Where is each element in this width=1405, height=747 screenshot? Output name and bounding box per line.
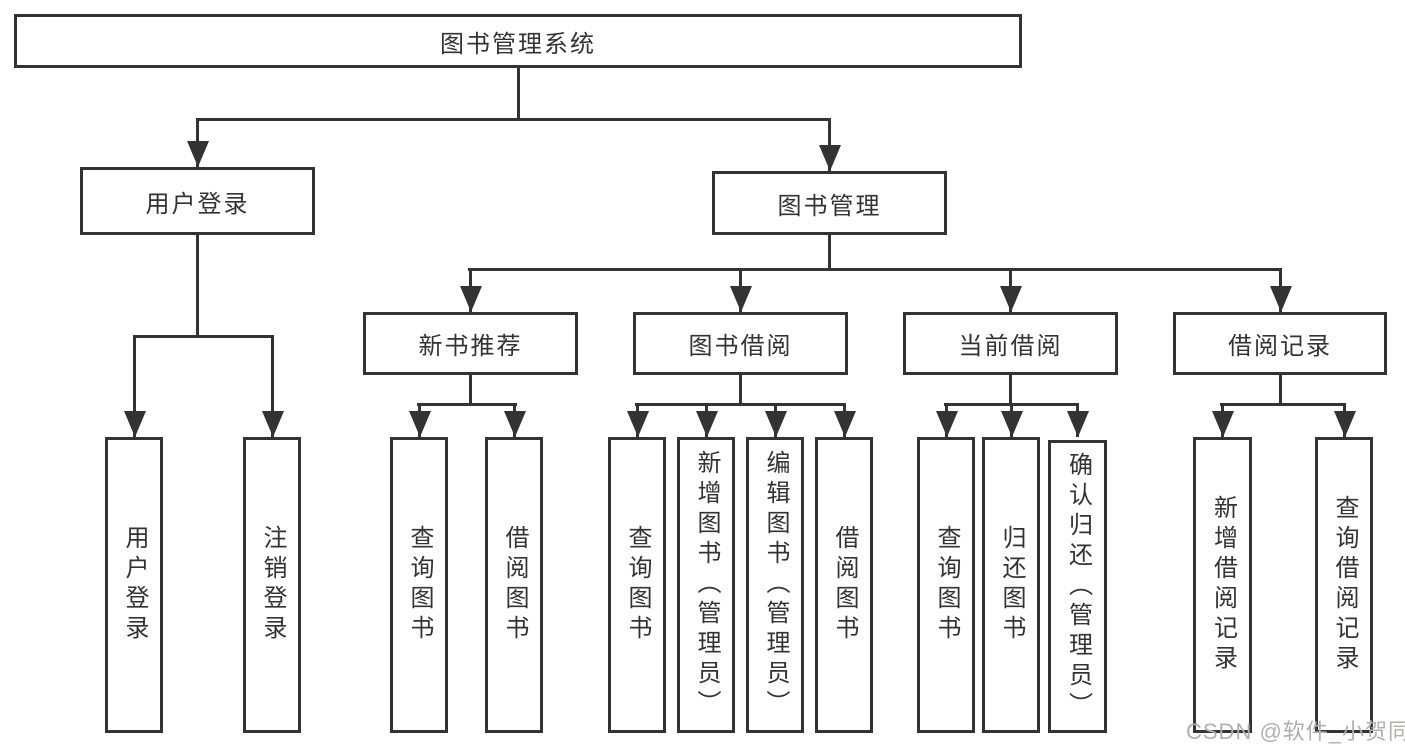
leaf-return-books: 归还图书 xyxy=(982,437,1040,733)
node-book-borrowing: 图书借阅 xyxy=(633,312,848,375)
arrow-to-book-mgmt xyxy=(828,118,831,171)
edge-current-borrow-stem xyxy=(1009,373,1012,405)
edge-new-book-stem xyxy=(469,373,472,405)
arrow-new-book-leaf-1 xyxy=(418,403,421,437)
leaf-query-books-recommend: 查询图书 xyxy=(390,437,448,733)
leaf-add-books-admin: 新增图书（管理员） xyxy=(677,437,735,733)
arrow-current-borrow-leaf-2 xyxy=(1010,403,1013,437)
edge-borrow-record-bus xyxy=(1220,403,1346,406)
arrow-borrow-record-leaf-2 xyxy=(1343,403,1346,437)
edge-book-mgmt-stem xyxy=(828,233,831,271)
edge-book-borrow-stem xyxy=(739,373,742,405)
arrow-book-borrow-leaf-3 xyxy=(774,403,777,437)
arrow-to-user-login-leaf xyxy=(133,335,136,437)
leaf-user-login: 用户登录 xyxy=(105,437,163,733)
edge-root-stem xyxy=(517,67,520,121)
edge-level2-bus xyxy=(468,268,1282,271)
leaf-borrow-books: 借阅图书 xyxy=(815,437,873,733)
arrow-current-borrow-leaf-1 xyxy=(945,403,948,437)
leaf-query-books-current: 查询图书 xyxy=(917,437,975,733)
leaf-add-borrow-record: 新增借阅记录 xyxy=(1193,437,1252,733)
edge-user-login-stem xyxy=(196,233,199,337)
node-borrowing-records: 借阅记录 xyxy=(1173,312,1387,375)
arrow-book-borrow-leaf-2 xyxy=(705,403,708,437)
node-current-borrowing: 当前借阅 xyxy=(903,312,1118,375)
arrow-to-current-borrow xyxy=(1009,268,1012,312)
arrow-to-book-borrow xyxy=(739,268,742,312)
arrow-current-borrow-leaf-3 xyxy=(1076,403,1079,437)
leaf-query-borrow-record: 查询借阅记录 xyxy=(1315,437,1373,733)
arrow-to-logout-leaf xyxy=(271,335,274,437)
arrow-to-user-login xyxy=(196,118,199,167)
arrow-book-borrow-leaf-4 xyxy=(843,403,846,437)
leaf-borrow-books-recommend: 借阅图书 xyxy=(485,437,543,733)
arrow-borrow-record-leaf-1 xyxy=(1221,403,1224,437)
edge-book-borrow-bus xyxy=(635,403,846,406)
edge-level1-bus xyxy=(196,118,831,121)
csdn-watermark: CSDN @软件_小贺同学 xyxy=(1186,719,1405,744)
arrow-to-borrow-record xyxy=(1279,268,1282,312)
leaf-query-books-borrowing: 查询图书 xyxy=(608,437,666,733)
arrow-new-book-leaf-2 xyxy=(513,403,516,437)
edge-borrow-record-stem xyxy=(1279,373,1282,405)
edge-user-login-bus xyxy=(133,335,274,338)
node-book-management: 图书管理 xyxy=(712,171,947,235)
arrow-book-borrow-leaf-1 xyxy=(636,403,639,437)
node-new-book-recommend: 新书推荐 xyxy=(363,312,578,375)
arrow-to-new-book xyxy=(469,268,472,312)
node-user-login: 用户登录 xyxy=(80,167,315,235)
leaf-logout: 注销登录 xyxy=(243,437,301,733)
node-root-system: 图书管理系统 xyxy=(14,14,1022,68)
leaf-confirm-return-admin: 确认归还（管理员） xyxy=(1048,440,1107,733)
edge-new-book-bus xyxy=(417,403,517,406)
leaf-edit-books-admin: 编辑图书（管理员） xyxy=(746,437,804,733)
